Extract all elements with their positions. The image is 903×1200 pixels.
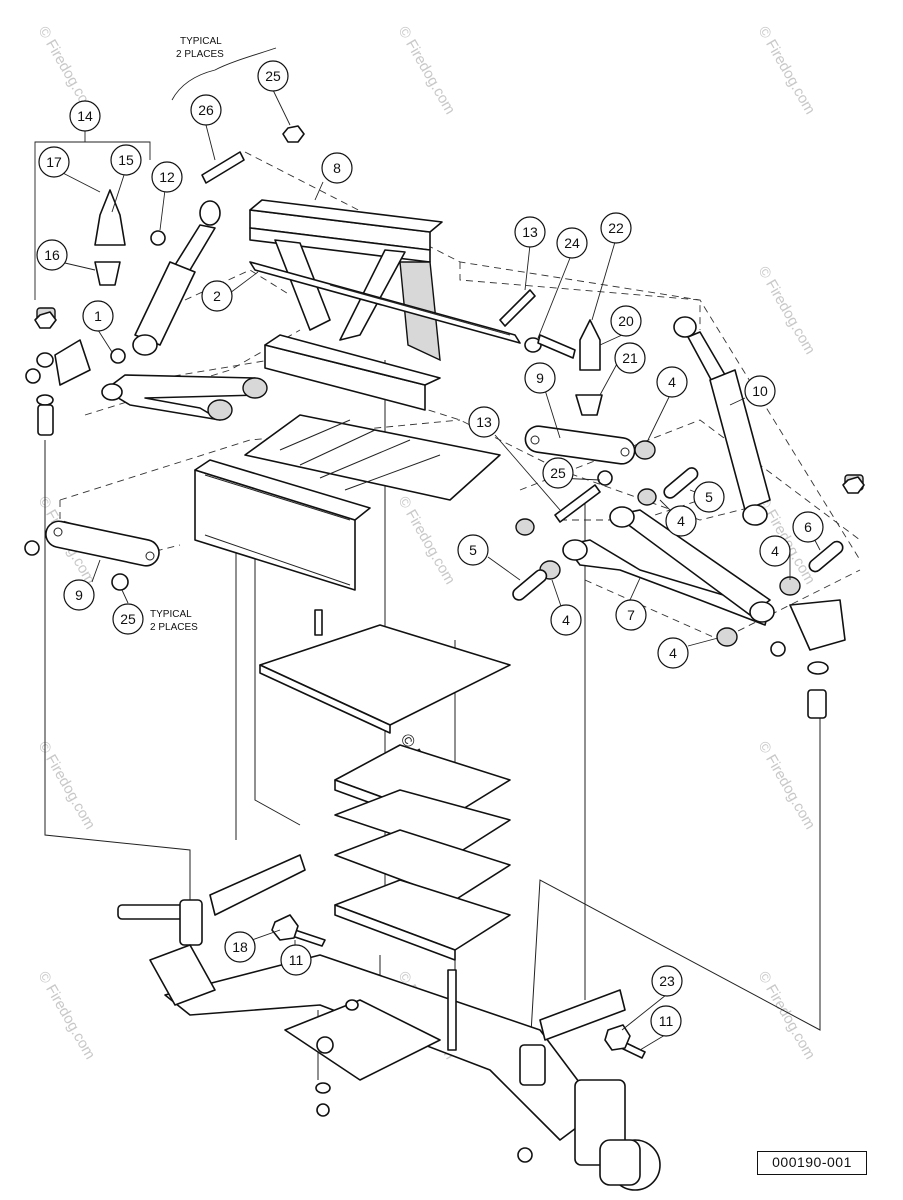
drawing-number-label: 000190-001 (757, 1151, 867, 1175)
strap-left (45, 520, 160, 567)
callout-21: 21 (614, 342, 646, 374)
callout-4: 4 (759, 535, 791, 567)
svg-text:TYPICAL: TYPICAL (180, 36, 222, 47)
callout-11: 11 (650, 1005, 682, 1037)
hardware (24, 125, 865, 1117)
svg-text:23: 23 (659, 973, 675, 989)
pivot-rod (249, 261, 521, 344)
callout-7: 7 (615, 599, 647, 631)
callout-20: 20 (610, 305, 642, 337)
support-frame (249, 199, 443, 411)
callout-25: 25 (257, 60, 289, 92)
callout-4: 4 (657, 637, 689, 669)
svg-text:20: 20 (618, 313, 634, 329)
callout-25: 25 (112, 603, 144, 635)
svg-text:17: 17 (46, 154, 62, 170)
callout-2: 2 (201, 280, 233, 312)
svg-text:4: 4 (669, 645, 677, 661)
watermark: © Firedog.com (395, 24, 459, 118)
callout-25: 25 (542, 457, 574, 489)
svg-text:4: 4 (668, 374, 676, 390)
callout-9: 9 (63, 579, 95, 611)
callout-8: 8 (321, 152, 353, 184)
callout-26: 26 (190, 94, 222, 126)
callout-24: 24 (556, 227, 588, 259)
callouts: 14 17 15 12 16 1 26 25 8 2 13 24 22 20 2… (36, 60, 824, 1037)
callout-5: 5 (457, 534, 489, 566)
svg-text:6: 6 (804, 519, 812, 535)
callout-18: 18 (224, 931, 256, 963)
svg-text:16: 16 (44, 247, 60, 263)
callout-11: 11 (280, 944, 312, 976)
typical-note-top: TYPICAL 2 PLACES (171, 36, 277, 101)
callout-6: 6 (792, 511, 824, 543)
svg-text:14: 14 (77, 108, 93, 124)
callout-14: 14 (69, 100, 101, 132)
callout-9: 9 (524, 362, 556, 394)
svg-text:TYPICAL: TYPICAL (150, 609, 192, 620)
svg-text:4: 4 (677, 513, 685, 529)
bracket-tray (194, 414, 501, 591)
callout-10: 10 (744, 375, 776, 407)
callout-4: 4 (665, 505, 697, 537)
svg-text:10: 10 (752, 383, 768, 399)
watermark: © Firedog.com (755, 264, 819, 358)
svg-text:26: 26 (198, 102, 214, 118)
callout-17: 17 (38, 146, 70, 178)
callout-12: 12 (151, 161, 183, 193)
svg-text:2 PLACES: 2 PLACES (176, 49, 224, 60)
callout-4: 4 (550, 604, 582, 636)
callout-5: 5 (693, 481, 725, 513)
watermark: © Firedog.com (755, 739, 819, 833)
spacer-plates (259, 624, 511, 961)
svg-text:2 PLACES: 2 PLACES (150, 622, 198, 633)
strap-right (524, 425, 636, 465)
watermark: © Firedog.com (755, 24, 819, 118)
svg-text:13: 13 (522, 224, 538, 240)
svg-text:8: 8 (333, 160, 341, 176)
svg-text:5: 5 (469, 542, 477, 558)
shock-absorber-left (132, 200, 221, 356)
svg-text:25: 25 (120, 611, 136, 627)
svg-text:18: 18 (232, 939, 248, 955)
callout-4: 4 (656, 366, 688, 398)
control-arm-right (562, 506, 775, 626)
watermark: © Firedog.com (35, 739, 99, 833)
svg-text:25: 25 (550, 465, 566, 481)
svg-text:24: 24 (564, 235, 580, 251)
svg-text:5: 5 (705, 489, 713, 505)
svg-text:4: 4 (771, 543, 779, 559)
control-arm-left (101, 374, 268, 421)
svg-text:11: 11 (659, 1013, 674, 1029)
svg-text:13: 13 (476, 414, 492, 430)
svg-text:9: 9 (536, 370, 544, 386)
item-14-bracket (34, 141, 151, 300)
watermark: © Firedog.com (35, 969, 99, 1063)
callout-13: 13 (468, 406, 500, 438)
svg-text:1: 1 (94, 308, 102, 324)
callout-13: 13 (514, 216, 546, 248)
watermark: © Firedog.com (395, 494, 459, 588)
svg-text:22: 22 (608, 220, 624, 236)
svg-text:21: 21 (622, 350, 638, 366)
callout-1: 1 (82, 300, 114, 332)
callout-23: 23 (651, 965, 683, 997)
front-axle (117, 854, 661, 1191)
typical-note-bottom: TYPICAL 2 PLACES (150, 609, 198, 633)
watermark: © Firedog.com (755, 969, 819, 1063)
svg-text:25: 25 (265, 68, 281, 84)
svg-text:15: 15 (118, 152, 134, 168)
svg-text:11: 11 (289, 952, 304, 968)
svg-text:12: 12 (159, 169, 175, 185)
svg-text:7: 7 (627, 607, 635, 623)
callout-16: 16 (36, 239, 68, 271)
shock-absorber-right (673, 316, 771, 526)
svg-text:4: 4 (562, 612, 570, 628)
svg-text:2: 2 (213, 288, 221, 304)
callout-22: 22 (600, 212, 632, 244)
svg-text:9: 9 (75, 587, 83, 603)
callout-15: 15 (110, 144, 142, 176)
